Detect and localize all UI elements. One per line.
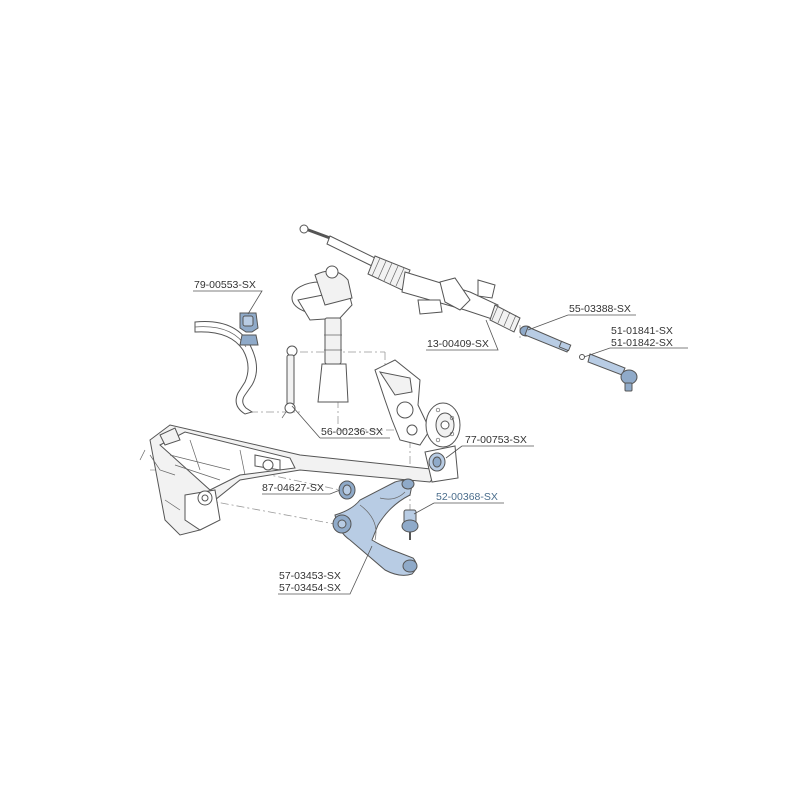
- subframe: [139, 424, 441, 536]
- label-tie-rod-end-2: 51-01842-SX: [611, 337, 673, 349]
- sway-bar-bushing: [239, 312, 259, 346]
- label-sway-bar-bushing: 79-00553-SX: [194, 279, 256, 291]
- leader-lines: [193, 290, 688, 595]
- label-inner-tie-rod: 55-03388-SX: [569, 303, 631, 315]
- label-stabilizer-link: 56-00236-SX: [321, 426, 383, 438]
- label-control-arm-2: 57-03454-SX: [279, 582, 341, 594]
- label-control-arm-1: 57-03453-SX: [279, 570, 341, 582]
- inner-tie-rod: [519, 325, 572, 353]
- steering-knuckle: [374, 359, 431, 446]
- strut-assembly: [291, 265, 353, 403]
- stabilizer-link: [281, 345, 298, 419]
- tie-rod-end: [579, 353, 638, 392]
- label-front-bushing: 87-04627-SX: [262, 482, 324, 494]
- lower-control-arm: [332, 478, 418, 576]
- wheel-hub: [425, 402, 461, 448]
- label-tie-rod-end-1: 51-01841-SX: [611, 325, 673, 337]
- steering-rack: [299, 224, 521, 333]
- front-bushing: [338, 480, 356, 500]
- label-steering-rack: 13-00409-SX: [427, 338, 489, 350]
- ball-joint: [401, 509, 419, 540]
- label-ball-joint: 52-00368-SX: [436, 491, 498, 503]
- label-rear-bushing: 77-00753-SX: [465, 434, 527, 446]
